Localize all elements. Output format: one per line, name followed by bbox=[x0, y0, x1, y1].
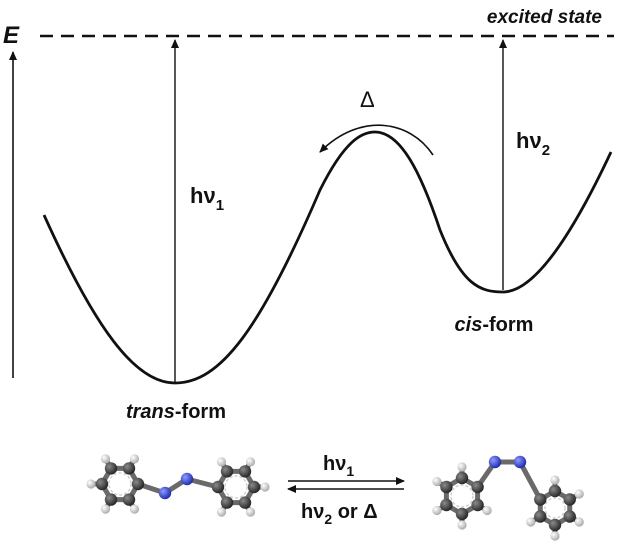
aromatic-ring bbox=[108, 472, 132, 496]
hydrogen-atom bbox=[129, 504, 140, 514]
hydrogen-atom bbox=[100, 504, 111, 514]
carbon-atom bbox=[104, 462, 118, 475]
carbon-atom bbox=[131, 477, 145, 491]
trans-excitation-label: hν1 bbox=[190, 183, 224, 214]
carbon-atom bbox=[548, 518, 562, 532]
aromatic-ring bbox=[450, 484, 474, 508]
hydrogen-atom bbox=[574, 489, 584, 499]
cis-azobenzene-molecule bbox=[432, 455, 584, 541]
hydrogen-atom bbox=[432, 476, 442, 487]
equilibrium-arrows: hν1 hν2 or Δ bbox=[287, 453, 405, 527]
potential-energy-curve bbox=[42, 130, 613, 385]
energy-axis: E bbox=[3, 22, 20, 378]
carbon-atom bbox=[534, 510, 547, 523]
excited-state-label: excited state bbox=[487, 7, 603, 28]
forward-arrow-label: hν1 bbox=[323, 453, 354, 479]
cis-excitation-label: hν2 bbox=[516, 128, 550, 159]
nitrogen-atom bbox=[158, 486, 172, 500]
hydrogen-atom bbox=[129, 454, 140, 464]
hydrogen-atom bbox=[482, 505, 492, 516]
carbon-atom bbox=[220, 465, 234, 478]
aromatic-ring bbox=[544, 497, 566, 519]
hydrogen-atom bbox=[216, 507, 227, 517]
carbon-atom bbox=[211, 480, 225, 494]
carbon-atom bbox=[95, 477, 109, 491]
carbon-atom bbox=[563, 510, 576, 523]
thermal-relaxation-arrow bbox=[319, 124, 434, 156]
hydrogen-atom bbox=[550, 531, 560, 541]
trans-azobenzene-molecule bbox=[86, 454, 270, 517]
carbon-atom bbox=[471, 480, 484, 494]
carbon-atom bbox=[455, 507, 469, 521]
cis-form-label: cis-form bbox=[455, 314, 534, 336]
hydrogen-atom bbox=[245, 457, 256, 467]
carbon-atom bbox=[238, 496, 252, 509]
carbon-atom bbox=[122, 493, 136, 506]
hydrogen-atom bbox=[100, 454, 111, 464]
hydrogen-atom bbox=[574, 517, 584, 527]
carbon-atom bbox=[122, 462, 136, 475]
bond bbox=[517, 459, 543, 502]
carbon-atom bbox=[548, 484, 562, 498]
hydrogen-atom bbox=[216, 457, 227, 467]
hydrogen-atom bbox=[432, 505, 442, 516]
reverse-arrow-label: hν2 or Δ bbox=[301, 501, 378, 527]
carbon-atom bbox=[220, 496, 234, 509]
hydrogen-atom bbox=[245, 507, 256, 517]
hydrogen-atom bbox=[260, 482, 270, 492]
nitrogen-atom bbox=[180, 472, 194, 486]
hydrogen-atom bbox=[457, 462, 467, 472]
hydrogen-atom bbox=[86, 479, 96, 489]
trans-form-label: trans-form bbox=[126, 401, 226, 423]
hydrogen-atom bbox=[457, 520, 467, 530]
carbon-atom bbox=[440, 480, 453, 494]
carbon-atom bbox=[455, 471, 469, 485]
excited-state: excited state bbox=[40, 7, 614, 38]
nitrogen-atom bbox=[488, 455, 502, 469]
carbon-atom bbox=[440, 498, 453, 512]
carbon-atom bbox=[238, 465, 252, 478]
thermal-relaxation-label: Δ bbox=[360, 87, 375, 112]
energy-axis-label: E bbox=[3, 22, 20, 49]
hydrogen-atom bbox=[550, 475, 560, 485]
hydrogen-atom bbox=[526, 517, 536, 527]
carbon-atom bbox=[534, 493, 547, 506]
nitrogen-atom bbox=[513, 455, 527, 469]
carbon-atom bbox=[247, 480, 261, 494]
carbon-atom bbox=[471, 498, 484, 512]
aromatic-ring bbox=[224, 475, 248, 499]
carbon-atom bbox=[104, 493, 118, 506]
carbon-atom bbox=[563, 493, 576, 506]
